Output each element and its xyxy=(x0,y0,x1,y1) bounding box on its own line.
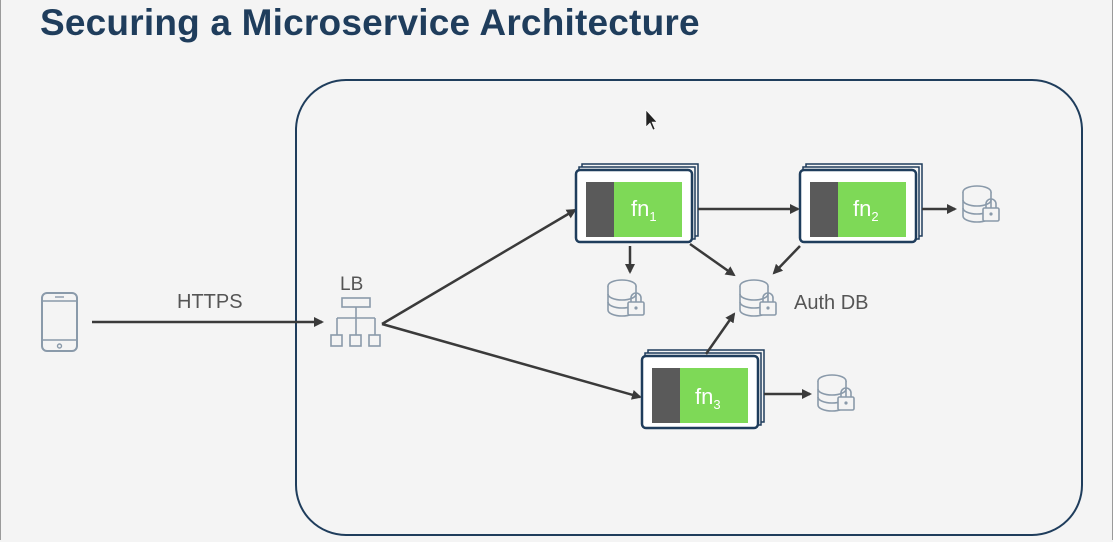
function-box-fn3: fn3 xyxy=(640,349,765,430)
svg-text:fn1: fn1 xyxy=(631,196,657,224)
fn1-database-lock-icon xyxy=(607,279,645,317)
fn2-database-lock-icon xyxy=(962,185,1000,223)
auth-db-label: Auth DB xyxy=(794,292,868,314)
svg-text:fn3: fn3 xyxy=(695,384,721,412)
fn1-name: fn xyxy=(631,196,649,221)
fn1-to-authdb-arrow xyxy=(689,242,736,277)
fn2-subscript: 2 xyxy=(871,209,878,224)
service-boundary xyxy=(295,79,1083,536)
fn3-name: fn xyxy=(695,384,713,409)
mouse-cursor-icon xyxy=(645,109,658,131)
load-balancer-label: LB xyxy=(340,274,363,295)
load-balancer-icon xyxy=(330,297,381,347)
phone-icon xyxy=(41,292,78,352)
fn2-to-authdb-arrow xyxy=(772,245,801,275)
svg-text:fn2: fn2 xyxy=(853,196,879,224)
fn1-subscript: 1 xyxy=(649,209,656,224)
https-label: HTTPS xyxy=(177,291,243,313)
lb-to-fn3-arrow xyxy=(381,322,642,400)
fn3-to-authdb-arrow xyxy=(704,312,736,355)
function-box-fn2: fn2 xyxy=(798,163,923,244)
function-box-fn1: fn1 xyxy=(574,163,699,244)
fn2-name: fn xyxy=(853,196,871,221)
fn3-subscript: 3 xyxy=(713,397,720,412)
fn3-database-lock-icon xyxy=(817,374,855,412)
slide-title: Securing a Microservice Architecture xyxy=(40,2,700,43)
auth-db-icon xyxy=(739,279,777,317)
lb-to-fn1-arrow xyxy=(381,208,577,326)
